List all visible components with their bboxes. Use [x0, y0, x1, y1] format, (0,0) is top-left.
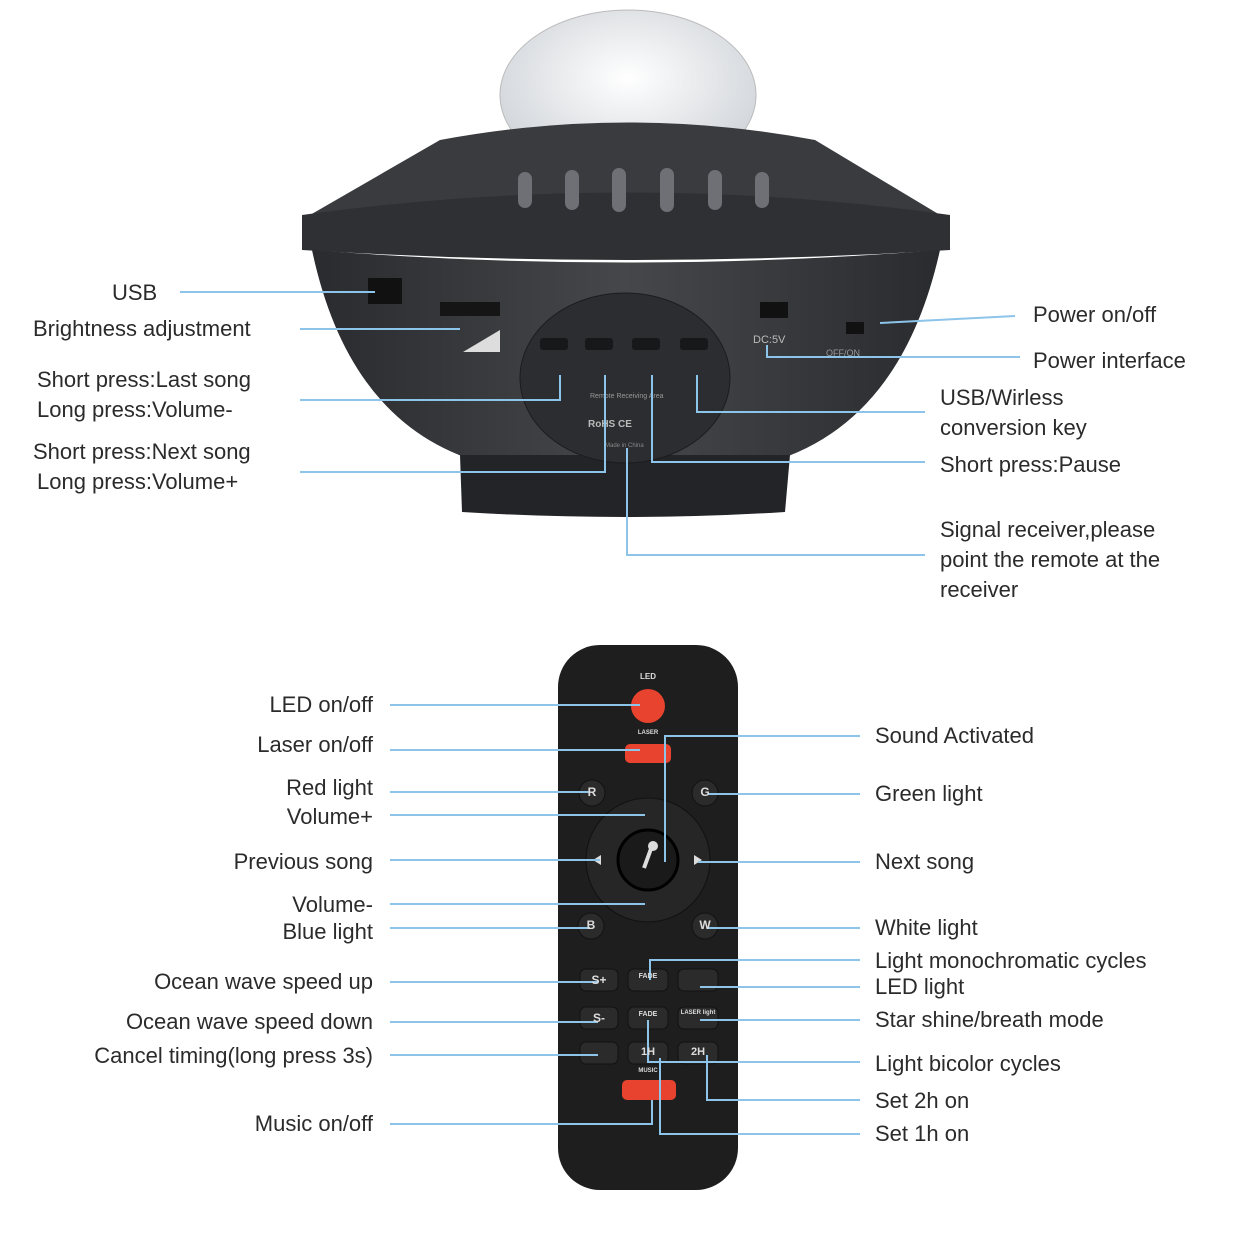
laser-caption: LASER [637, 730, 659, 736]
speed-down-button[interactable]: S- [593, 1011, 605, 1025]
label-power-interface: Power interface [1033, 348, 1186, 373]
label-speed-up: Ocean wave speed up [154, 969, 373, 994]
label-line: Long press:Volume- [37, 397, 233, 422]
dc-port [760, 302, 788, 318]
label-white-light: White light [875, 915, 978, 940]
leader-lines [180, 291, 1020, 1135]
label-line: conversion key [940, 415, 1087, 440]
label-next-song-remote: Next song [875, 849, 975, 874]
label-usb-wireless: USB/Wirless conversion key [940, 383, 1087, 443]
label-cancel-timing: Cancel timing(long press 3s) [94, 1043, 373, 1068]
offon-label: OFF/ON [826, 348, 860, 358]
laser-power-button[interactable] [625, 744, 671, 763]
label-volume-up: Volume+ [286, 804, 373, 829]
label-usb: USB [112, 280, 158, 305]
projector [302, 9, 950, 517]
white-button[interactable]: W [699, 918, 711, 932]
label-line: USB/Wirless [940, 385, 1064, 410]
label-set-2h: Set 2h on [875, 1088, 970, 1113]
brightness-knob [440, 302, 500, 316]
label-star-shine: Star shine/breath mode [875, 1007, 1104, 1032]
control-panel [519, 292, 731, 464]
made-label: Made in China [605, 443, 644, 449]
label-green-light: Green light [875, 781, 983, 806]
label-brightness: Brightness adjustment [33, 316, 251, 341]
fade2-button[interactable]: FADE [638, 1011, 658, 1018]
label-previous-song: Previous song [233, 849, 373, 874]
label-blue-light: Blue light [282, 919, 373, 944]
label-line: Signal receiver,please [940, 517, 1156, 542]
label-mono-cycles: Light monochromatic cycles [875, 948, 1147, 973]
laser-light-button[interactable]: LASER light [680, 1010, 716, 1016]
2h-button[interactable]: 2H [690, 1046, 706, 1058]
top-cap [310, 122, 940, 215]
label-pause: Short press:Pause [940, 452, 1121, 477]
label-line: Short press:Last song [37, 367, 252, 392]
base [460, 455, 790, 517]
label-red-light: Red light [286, 775, 373, 800]
certs-label: RoHS CE [588, 419, 632, 430]
label-line: point the remote at the [940, 547, 1161, 572]
led-power-button[interactable] [631, 689, 665, 723]
label-power: Power on/off [1033, 302, 1157, 327]
red-button[interactable]: R [587, 785, 597, 799]
next-icon [694, 855, 702, 865]
1h-button[interactable]: 1H [640, 1046, 656, 1058]
label-laser-onoff: Laser on/off [257, 732, 373, 757]
label-signal-receiver: Signal receiver,please point the remote a… [940, 515, 1160, 605]
label-music-onoff: Music on/off [254, 1111, 373, 1136]
label-set-1h: Set 1h on [875, 1121, 970, 1146]
music-caption: MUSIC [638, 1068, 658, 1074]
label-line: receiver [940, 577, 1019, 602]
label-led-light: LED light [875, 974, 965, 999]
label-volume-down: Volume- [292, 892, 373, 917]
label-line: Long press:Volume+ [37, 469, 239, 494]
power-switch [846, 322, 864, 334]
fade1-button[interactable]: FADE [638, 973, 658, 980]
label-bicolor-cycles: Light bicolor cycles [875, 1051, 1061, 1076]
remote-area-label: Remote Receiving Area [590, 393, 664, 400]
music-power-button[interactable] [622, 1080, 676, 1100]
label-speed-down: Ocean wave speed down [125, 1009, 373, 1034]
speed-up-button[interactable]: S+ [591, 973, 607, 987]
led-caption: LED [640, 672, 656, 681]
label-led-onoff: LED on/off [269, 692, 373, 717]
green-button[interactable]: G [700, 785, 710, 799]
label-line: Short press:Next song [33, 439, 251, 464]
dc-label: DC:5V [753, 334, 786, 346]
blue-button[interactable]: B [586, 918, 596, 932]
label-sound-activated: Sound Activated [875, 723, 1035, 748]
